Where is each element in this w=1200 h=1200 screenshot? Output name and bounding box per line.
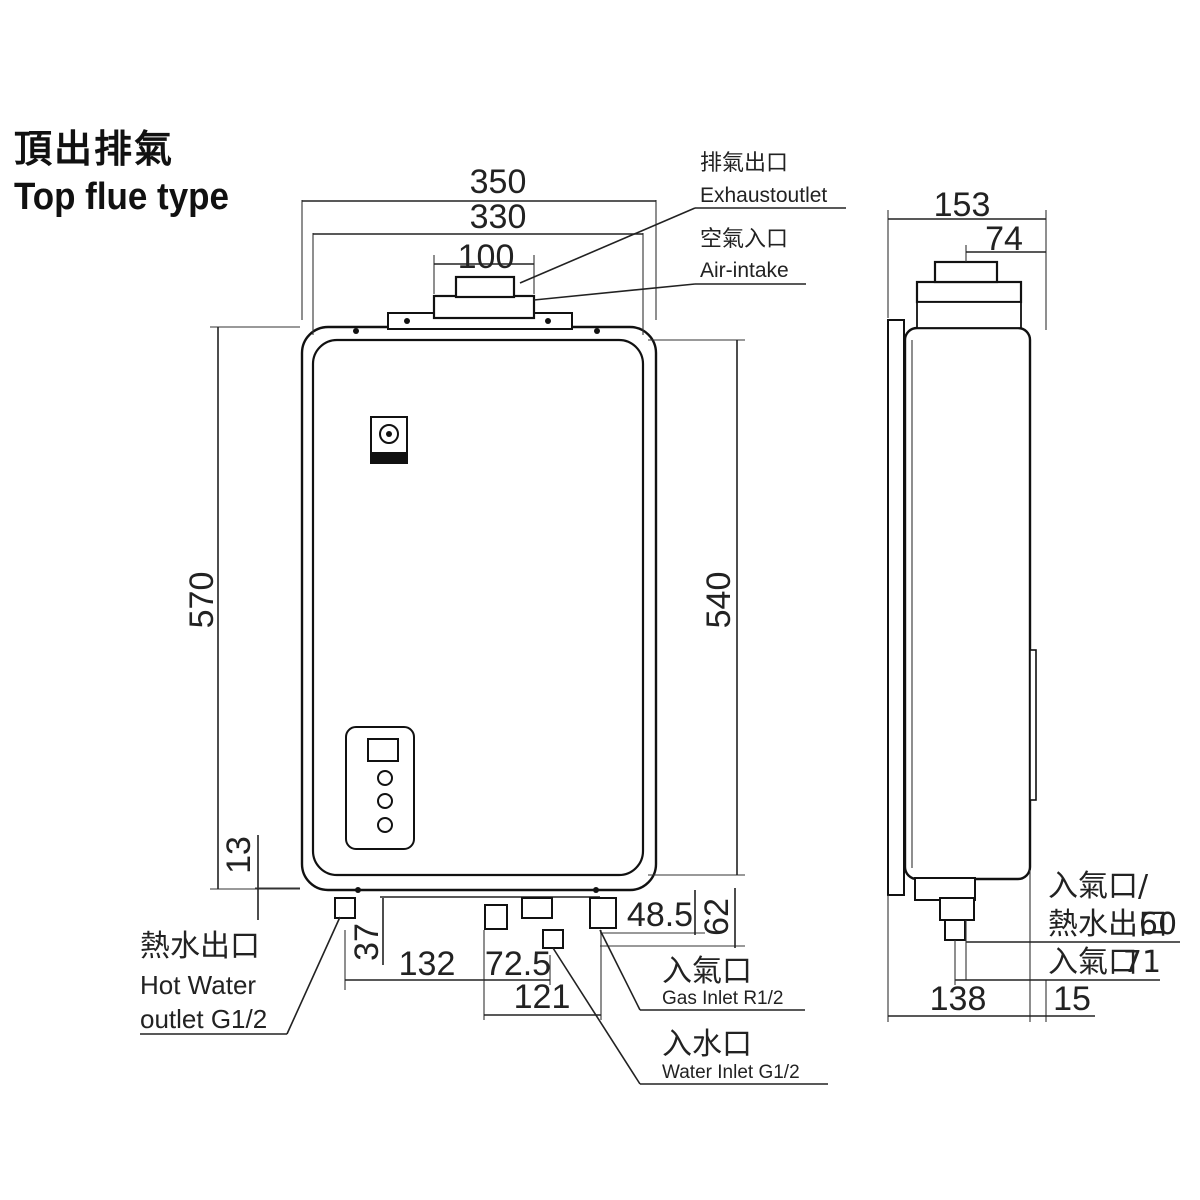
svg-text:72.5: 72.5 bbox=[485, 945, 551, 983]
svg-text:Gas Inlet R1/2: Gas Inlet R1/2 bbox=[662, 988, 783, 1009]
svg-text:15: 15 bbox=[1053, 980, 1091, 1018]
side-view-body bbox=[887, 260, 1037, 896]
side-view-fittings bbox=[914, 877, 976, 941]
logo-icon bbox=[370, 416, 408, 464]
dim-48-5: 48.5 bbox=[600, 890, 705, 935]
label-gas-inlet: 入氣口 Gas Inlet R1/2 bbox=[599, 929, 805, 1011]
svg-text:74: 74 bbox=[985, 220, 1023, 258]
svg-text:48.5: 48.5 bbox=[627, 896, 693, 934]
control-panel bbox=[345, 726, 415, 850]
dim-570: 570 bbox=[183, 326, 300, 890]
dim-62: 62 bbox=[600, 888, 745, 948]
title-english: Top flue type bbox=[14, 176, 229, 218]
svg-text:570: 570 bbox=[183, 572, 221, 629]
svg-text:熱水出口: 熱水出口 bbox=[1048, 907, 1168, 942]
dim-37: 37 bbox=[348, 898, 386, 965]
dim-330: 330 bbox=[312, 198, 644, 335]
dim-13: 13 bbox=[220, 835, 300, 920]
dim-100: 100 bbox=[433, 238, 535, 294]
svg-text:outlet G1/2: outlet G1/2 bbox=[140, 1004, 267, 1034]
bottom-fittings bbox=[334, 887, 617, 949]
svg-text:62: 62 bbox=[698, 898, 736, 936]
svg-text:37: 37 bbox=[348, 923, 386, 961]
label-exhaust-outlet: 排氣出口 Exhaustoutlet bbox=[519, 151, 846, 284]
svg-text:330: 330 bbox=[470, 198, 527, 236]
label-water-inlet: 入水口 Water Inlet G1/2 bbox=[552, 947, 828, 1085]
svg-text:350: 350 bbox=[470, 163, 527, 201]
svg-text:空氣入口: 空氣入口 bbox=[700, 227, 788, 252]
dim-153: 153 bbox=[887, 186, 1047, 330]
svg-text:熱水出口: 熱水出口 bbox=[140, 929, 260, 964]
svg-text:Air-intake: Air-intake bbox=[700, 259, 789, 282]
control-button-1 bbox=[377, 770, 393, 786]
dim-74: 74 bbox=[965, 220, 1046, 262]
dim-350: 350 bbox=[301, 163, 657, 320]
label-side-gas-inlet: 入氣口 71 bbox=[954, 940, 1161, 985]
dim-121: 121 bbox=[484, 930, 602, 1020]
label-air-intake: 空氣入口 Air-intake bbox=[533, 227, 806, 301]
svg-text:入氣口: 入氣口 bbox=[662, 954, 752, 989]
svg-text:入氣口: 入氣口 bbox=[1048, 945, 1138, 980]
control-button-3 bbox=[377, 817, 393, 833]
title-chinese: 頂出排氣 bbox=[14, 127, 175, 171]
svg-text:入水口: 入水口 bbox=[662, 1027, 752, 1062]
label-side-gas-hot-water: 入氣口/ 熱水出口 60 bbox=[965, 869, 1180, 980]
svg-text:100: 100 bbox=[458, 238, 515, 276]
svg-text:Exhaustoutlet: Exhaustoutlet bbox=[700, 184, 827, 207]
flue-pipe bbox=[432, 275, 536, 320]
svg-text:138: 138 bbox=[930, 980, 987, 1018]
svg-text:13: 13 bbox=[220, 836, 258, 874]
dim-72-5: 72.5 bbox=[483, 930, 551, 1020]
svg-text:153: 153 bbox=[934, 186, 991, 224]
svg-text:71: 71 bbox=[1123, 945, 1161, 980]
svg-text:121: 121 bbox=[514, 978, 571, 1016]
dim-540: 540 bbox=[648, 339, 745, 876]
dim-138: 138 15 bbox=[887, 870, 1095, 1022]
control-button-2 bbox=[377, 793, 393, 809]
dim-132: 132 bbox=[344, 930, 484, 990]
svg-text:入氣口/: 入氣口/ bbox=[1048, 869, 1149, 904]
svg-text:132: 132 bbox=[399, 945, 456, 983]
svg-text:Water Inlet G1/2: Water Inlet G1/2 bbox=[662, 1062, 800, 1083]
svg-text:排氣出口: 排氣出口 bbox=[700, 151, 788, 176]
svg-text:540: 540 bbox=[700, 572, 738, 629]
svg-text:Hot Water: Hot Water bbox=[140, 970, 256, 1000]
svg-text:60: 60 bbox=[1139, 907, 1177, 942]
label-hot-water-outlet: 熱水出口 Hot Water outlet G1/2 bbox=[140, 916, 341, 1035]
